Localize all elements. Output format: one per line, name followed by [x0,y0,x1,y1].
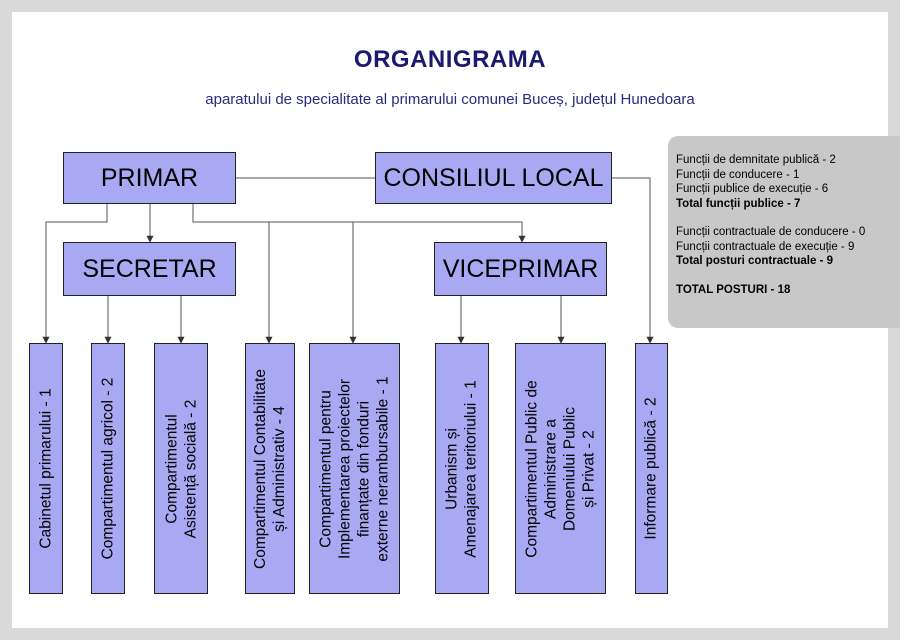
dept-label: Compartimentul agricol - 2 [99,378,118,560]
dept-box: Compartimentul agricol - 2 [91,343,125,594]
node-secretar: SECRETAR [63,242,236,296]
node-consiliul-local: CONSILIUL LOCAL [375,152,612,204]
dept-label-line: Informare publică - 2 [643,397,660,540]
dept-label-line: Compartimentul agricol - 2 [99,377,117,560]
dept-label-line: Administrare a [542,418,560,519]
dept-label-line: externe nerambursabile - 1 [374,375,392,562]
dept-label-line: Compartimentul Contabilitate [252,368,269,569]
dept-label: Cabinetul primarului - 1 [37,388,56,548]
stats-panel: Funcții de demnitate publică - 2 Funcții… [668,136,900,328]
stat-line: Funcții contractuale de conducere - 0 [676,226,866,238]
dept-label-line: Amenajarea teritoriului - 1 [463,379,481,558]
dept-box: Informare publică - 2 [635,343,668,594]
dept-label: Informare publică - 2 [642,397,661,539]
dept-label-line: și Administrativ - 4 [271,405,288,532]
stat-line: Funcții publice de execuție - 6 [676,183,829,195]
stat-line: Funcții de demnitate publică - 2 [676,154,836,166]
dept-label-line: și Privat - 2 [580,429,598,508]
page-subtitle: aparatului de specialitate al primarului… [205,91,695,108]
dept-label-line: finanțate din fonduri [355,400,373,537]
stat-grand-total: TOTAL POSTURI - 18 [676,283,791,296]
page-title: ORGANIGRAMA [353,46,547,73]
dept-label-line: Compartimentul [163,413,180,524]
stat-total-contract: Total posturi contractuale - 9 [676,255,833,267]
link-consiliu-informare [612,177,654,344]
stat-line: Funcții contractuale de execuție - 9 [676,240,855,253]
dept-label-line: Cabinetul primarului - 1 [37,388,55,549]
link-primar-cabinet [42,204,108,344]
node-viceprimar: VICEPRIMAR [434,242,607,296]
dept-label-line: Urbanism și [444,427,462,510]
node-primar: PRIMAR [63,152,236,204]
dept-box: Cabinetul primarului - 1 [29,343,63,594]
dept-label-line: Implementarea proiectelor [336,378,354,559]
dept-label-line: Domeniului Public [561,406,579,531]
dept-label-line: Compartimentul pentru [317,389,335,548]
stat-line: Funcții de conducere - 1 [676,168,800,181]
link-primar-viceprimar [192,204,526,243]
dept-label-line: Compartimentul Public de [523,379,541,558]
dept-label-line: Asistență socială - 2 [182,399,199,538]
stat-total-public: Total funcții publice - 7 [676,197,801,210]
